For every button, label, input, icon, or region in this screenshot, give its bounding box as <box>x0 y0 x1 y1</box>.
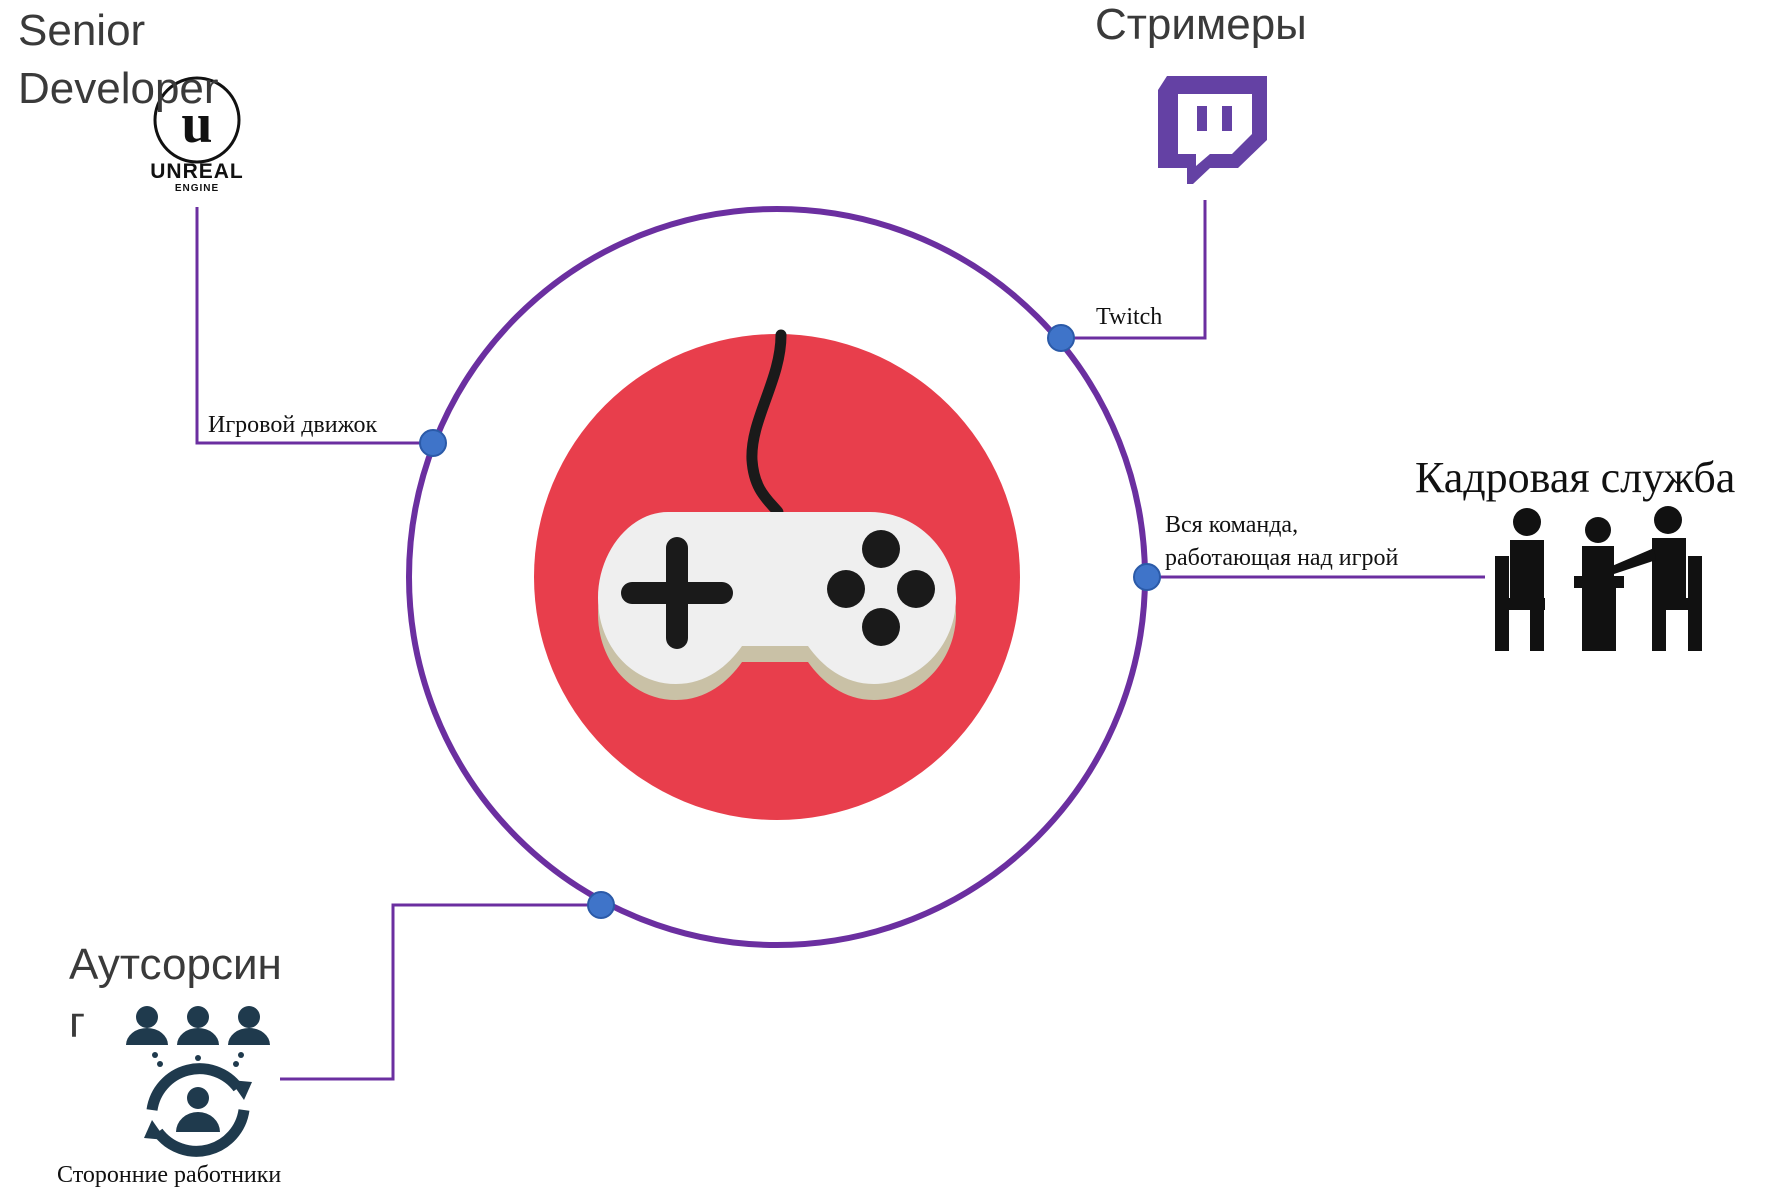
connector-engine <box>195 207 433 445</box>
unreal-logo-subtext: ENGINE <box>175 183 219 194</box>
engine-title-line2: Developer <box>18 64 219 113</box>
svg-text:u: u <box>181 93 212 155</box>
unreal-logo-text: UNREAL <box>150 160 244 183</box>
unreal-engine-icon: u UNREAL ENGINE <box>150 76 244 194</box>
twitch-icon <box>1158 76 1267 184</box>
junction-dot-outsourcing[interactable] <box>587 891 615 919</box>
junction-dot-hr[interactable] <box>1133 563 1161 591</box>
outsourcing-title-line1: Аутсорсин <box>69 940 282 989</box>
edge-label-twitch: Twitch <box>1096 304 1163 330</box>
outsourcing-caption: Сторонние работники <box>57 1162 282 1188</box>
meeting-people-icon <box>1495 506 1702 651</box>
streamers-title: Стримеры <box>1095 0 1307 49</box>
edge-label-hr-line2: работающая над игрой <box>1165 545 1399 571</box>
connector-twitch <box>1061 200 1207 340</box>
junction-dot-twitch[interactable] <box>1047 324 1075 352</box>
engine-title-line1: Senior <box>18 6 146 55</box>
connector-outsourcing <box>280 903 601 1081</box>
edge-label-hr-line1: Вся команда, <box>1165 512 1299 538</box>
junction-dot-engine[interactable] <box>419 429 447 457</box>
outsourcing-people-icon <box>126 1006 270 1157</box>
edge-label-engine: Игровой движок <box>208 412 378 438</box>
hr-title: Кадровая служба <box>1415 453 1736 502</box>
gamepad-icon <box>598 329 956 700</box>
outsourcing-title-line2: г <box>69 998 86 1047</box>
